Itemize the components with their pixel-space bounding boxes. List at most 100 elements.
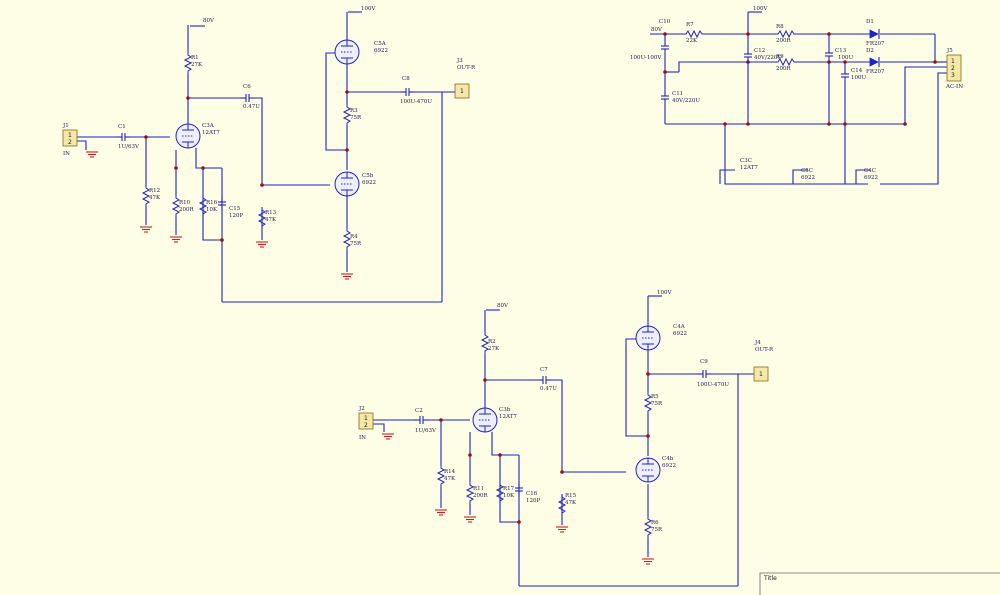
label: 100U-470U bbox=[400, 99, 432, 105]
label: R4 bbox=[350, 234, 358, 240]
pin-label: 1 bbox=[364, 415, 368, 422]
label: OUT-R bbox=[457, 65, 476, 71]
label: 100V bbox=[753, 6, 768, 12]
c11-capacitor bbox=[660, 89, 670, 106]
label: C13 bbox=[835, 48, 847, 54]
label: C4C bbox=[864, 168, 876, 174]
label: 200R bbox=[179, 207, 194, 213]
label: 1U/63V bbox=[118, 144, 140, 150]
label: C5C bbox=[801, 168, 813, 174]
channel-2-labels: J2 1 2 IN C2 1U/63V R14 47K 80V R2 27K C… bbox=[358, 290, 774, 533]
label: J4 bbox=[754, 340, 761, 346]
label: 47K bbox=[565, 500, 577, 506]
c3a-tube bbox=[175, 123, 201, 149]
j5-connector bbox=[946, 54, 962, 82]
pin-label: 1 bbox=[951, 58, 955, 65]
j4-connector bbox=[753, 366, 769, 382]
label: 75R bbox=[651, 401, 663, 407]
label: R16 bbox=[206, 200, 218, 206]
label: 100U-470U bbox=[697, 382, 729, 388]
label: FR207 bbox=[866, 41, 885, 47]
label: R7 bbox=[686, 22, 694, 28]
label: 75R bbox=[350, 115, 362, 121]
junctions bbox=[439, 372, 650, 524]
ground-icon bbox=[85, 151, 99, 158]
label: R2 bbox=[488, 339, 496, 345]
j2-connector bbox=[358, 412, 374, 430]
label: C4b bbox=[662, 456, 674, 462]
label: D2 bbox=[866, 48, 874, 54]
label: 100V bbox=[361, 6, 376, 12]
label: OUT-R bbox=[755, 347, 774, 353]
label: 200R bbox=[776, 66, 791, 72]
label: 6922 bbox=[864, 175, 878, 181]
label: FR207 bbox=[866, 69, 885, 75]
label: J1 bbox=[62, 123, 69, 129]
c14-capacitor bbox=[840, 67, 850, 84]
c13-capacitor bbox=[824, 46, 834, 63]
label: J3 bbox=[456, 58, 463, 64]
label: 10K bbox=[206, 207, 218, 213]
label: C9 bbox=[700, 359, 708, 365]
label: R5 bbox=[651, 394, 659, 400]
label: 200R bbox=[776, 38, 791, 44]
label: J5 bbox=[946, 48, 953, 54]
label: 0.47U bbox=[540, 386, 557, 392]
wires bbox=[373, 295, 754, 587]
label: 12AT7 bbox=[499, 414, 517, 420]
d2-diode-icon bbox=[869, 57, 880, 67]
d1-diode-icon bbox=[869, 29, 880, 39]
label: 27K bbox=[191, 62, 203, 68]
label: J2 bbox=[358, 406, 365, 412]
label: D1 bbox=[866, 19, 874, 25]
label: 100V bbox=[657, 290, 672, 296]
pin-label: 2 bbox=[951, 65, 955, 72]
pin-label: 1 bbox=[68, 132, 72, 139]
wires bbox=[650, 11, 947, 185]
label: 40V/220U bbox=[672, 98, 700, 104]
label: R10 bbox=[179, 200, 191, 206]
pin-label: 3 bbox=[951, 72, 955, 79]
label: C16 bbox=[526, 491, 538, 497]
label: 200R bbox=[473, 493, 488, 499]
label: C4A bbox=[673, 324, 686, 330]
label: 47K bbox=[149, 195, 161, 201]
label: C1 bbox=[118, 124, 126, 130]
ground-icon bbox=[139, 226, 153, 233]
label: IN bbox=[359, 435, 366, 441]
label: 120P bbox=[229, 213, 243, 219]
label: 100U-100V bbox=[630, 55, 662, 61]
label: 12AT7 bbox=[202, 130, 220, 136]
label: 100U bbox=[838, 55, 853, 61]
label: R6 bbox=[651, 520, 659, 526]
junctions bbox=[144, 90, 349, 242]
label: R3 bbox=[350, 108, 358, 114]
c10-capacitor bbox=[660, 39, 670, 56]
channel-1-circuit: J1 1 2 IN C1 1U/63V R12 47K 80V R1 27K C… bbox=[62, 6, 476, 303]
label: R15 bbox=[565, 493, 577, 499]
pin-label: 2 bbox=[364, 422, 368, 429]
ground-icon bbox=[340, 273, 354, 280]
ground-icon bbox=[463, 516, 477, 523]
c1-capacitor bbox=[115, 132, 132, 142]
label: 100U bbox=[851, 75, 866, 81]
c4a-tube bbox=[635, 325, 661, 351]
label: R14 bbox=[444, 469, 456, 475]
power-supply-labels: C10 80V 100U-100V R7 22K 100V C12 40V/22… bbox=[630, 6, 963, 181]
c6-capacitor bbox=[239, 93, 256, 103]
label: R9 bbox=[776, 54, 784, 60]
label: C6 bbox=[243, 84, 251, 90]
label: 27K bbox=[488, 346, 500, 352]
label: 120P bbox=[526, 498, 540, 504]
label: R8 bbox=[776, 24, 784, 30]
label: R11 bbox=[473, 486, 484, 492]
ground-icon bbox=[169, 236, 183, 243]
ground-icon bbox=[641, 558, 655, 565]
label: 6922 bbox=[374, 48, 388, 54]
label: 6922 bbox=[801, 175, 815, 181]
label: 40V/220U bbox=[754, 55, 782, 61]
c2-capacitor bbox=[413, 415, 430, 425]
label: C3b bbox=[499, 407, 511, 413]
j3-connector bbox=[454, 83, 470, 99]
